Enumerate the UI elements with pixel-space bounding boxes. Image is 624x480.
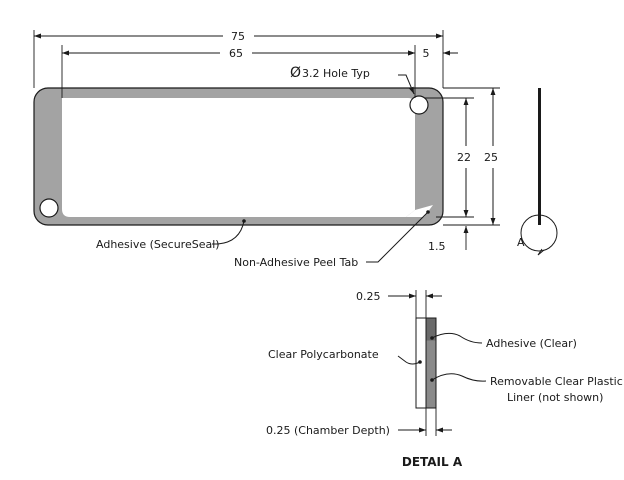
callout-polycarbonate-text: Clear Polycarbonate [268, 348, 379, 361]
callout-liner-line1: Removable Clear Plastic [490, 375, 623, 388]
adhesive-layer [425, 317, 437, 409]
dimension-inner-height: 22 [424, 97, 474, 218]
dimension-inner-length: 65 [61, 45, 416, 98]
inner-window [62, 98, 415, 217]
callout-peel-tab-text: Non-Adhesive Peel Tab [234, 256, 358, 269]
detail-a: 0.25 0.25 (Chamber Depth) Clear Polycarb… [266, 290, 623, 469]
dimension-border-width: 1.5 [428, 226, 469, 253]
callout-adhesive-secureseal-text: Adhesive (SecureSeal) [96, 238, 220, 251]
adhesive-dark-band [426, 318, 436, 341]
callout-adhesive-secureseal: Adhesive (SecureSeal) [96, 219, 246, 251]
side-profile [538, 88, 541, 225]
callout-adhesive-clear-text: Adhesive (Clear) [486, 337, 577, 350]
dim-inner-height-text: 22 [457, 151, 471, 164]
dim-inner-length-text: 65 [229, 47, 243, 60]
hole-callout: Ø3.2 Hole Typ [290, 65, 415, 95]
detail-top-dim-text: 0.25 [356, 290, 381, 303]
part-top-view [33, 87, 444, 226]
diameter-symbol: Ø [290, 65, 301, 81]
detail-bottom-dim-text: 0.25 (Chamber Depth) [266, 424, 390, 437]
callout-peel-tab: Non-Adhesive Peel Tab [234, 210, 430, 269]
svg-text:Ø3.2 Hole Typ: Ø3.2 Hole Typ [290, 65, 370, 81]
side-view: A [517, 88, 558, 256]
dimension-edge-offset: 5 [400, 47, 458, 60]
dim-overall-height-text: 25 [484, 151, 498, 164]
dim-border-width-text: 1.5 [428, 240, 446, 253]
detail-circle [520, 214, 558, 252]
hole-callout-text: 3.2 Hole Typ [302, 67, 370, 80]
detail-marker-label: A [517, 236, 525, 249]
hole-top-right [409, 95, 429, 115]
dim-edge-offset-text: 5 [423, 47, 430, 60]
dim-overall-length-text: 75 [231, 30, 245, 43]
dimension-overall-length: 75 [33, 30, 444, 88]
hole-bottom-left [39, 198, 59, 218]
callout-liner-line2: Liner (not shown) [507, 391, 603, 404]
detail-title: DETAIL A [402, 455, 463, 469]
dimension-overall-height: 25 [443, 87, 500, 226]
